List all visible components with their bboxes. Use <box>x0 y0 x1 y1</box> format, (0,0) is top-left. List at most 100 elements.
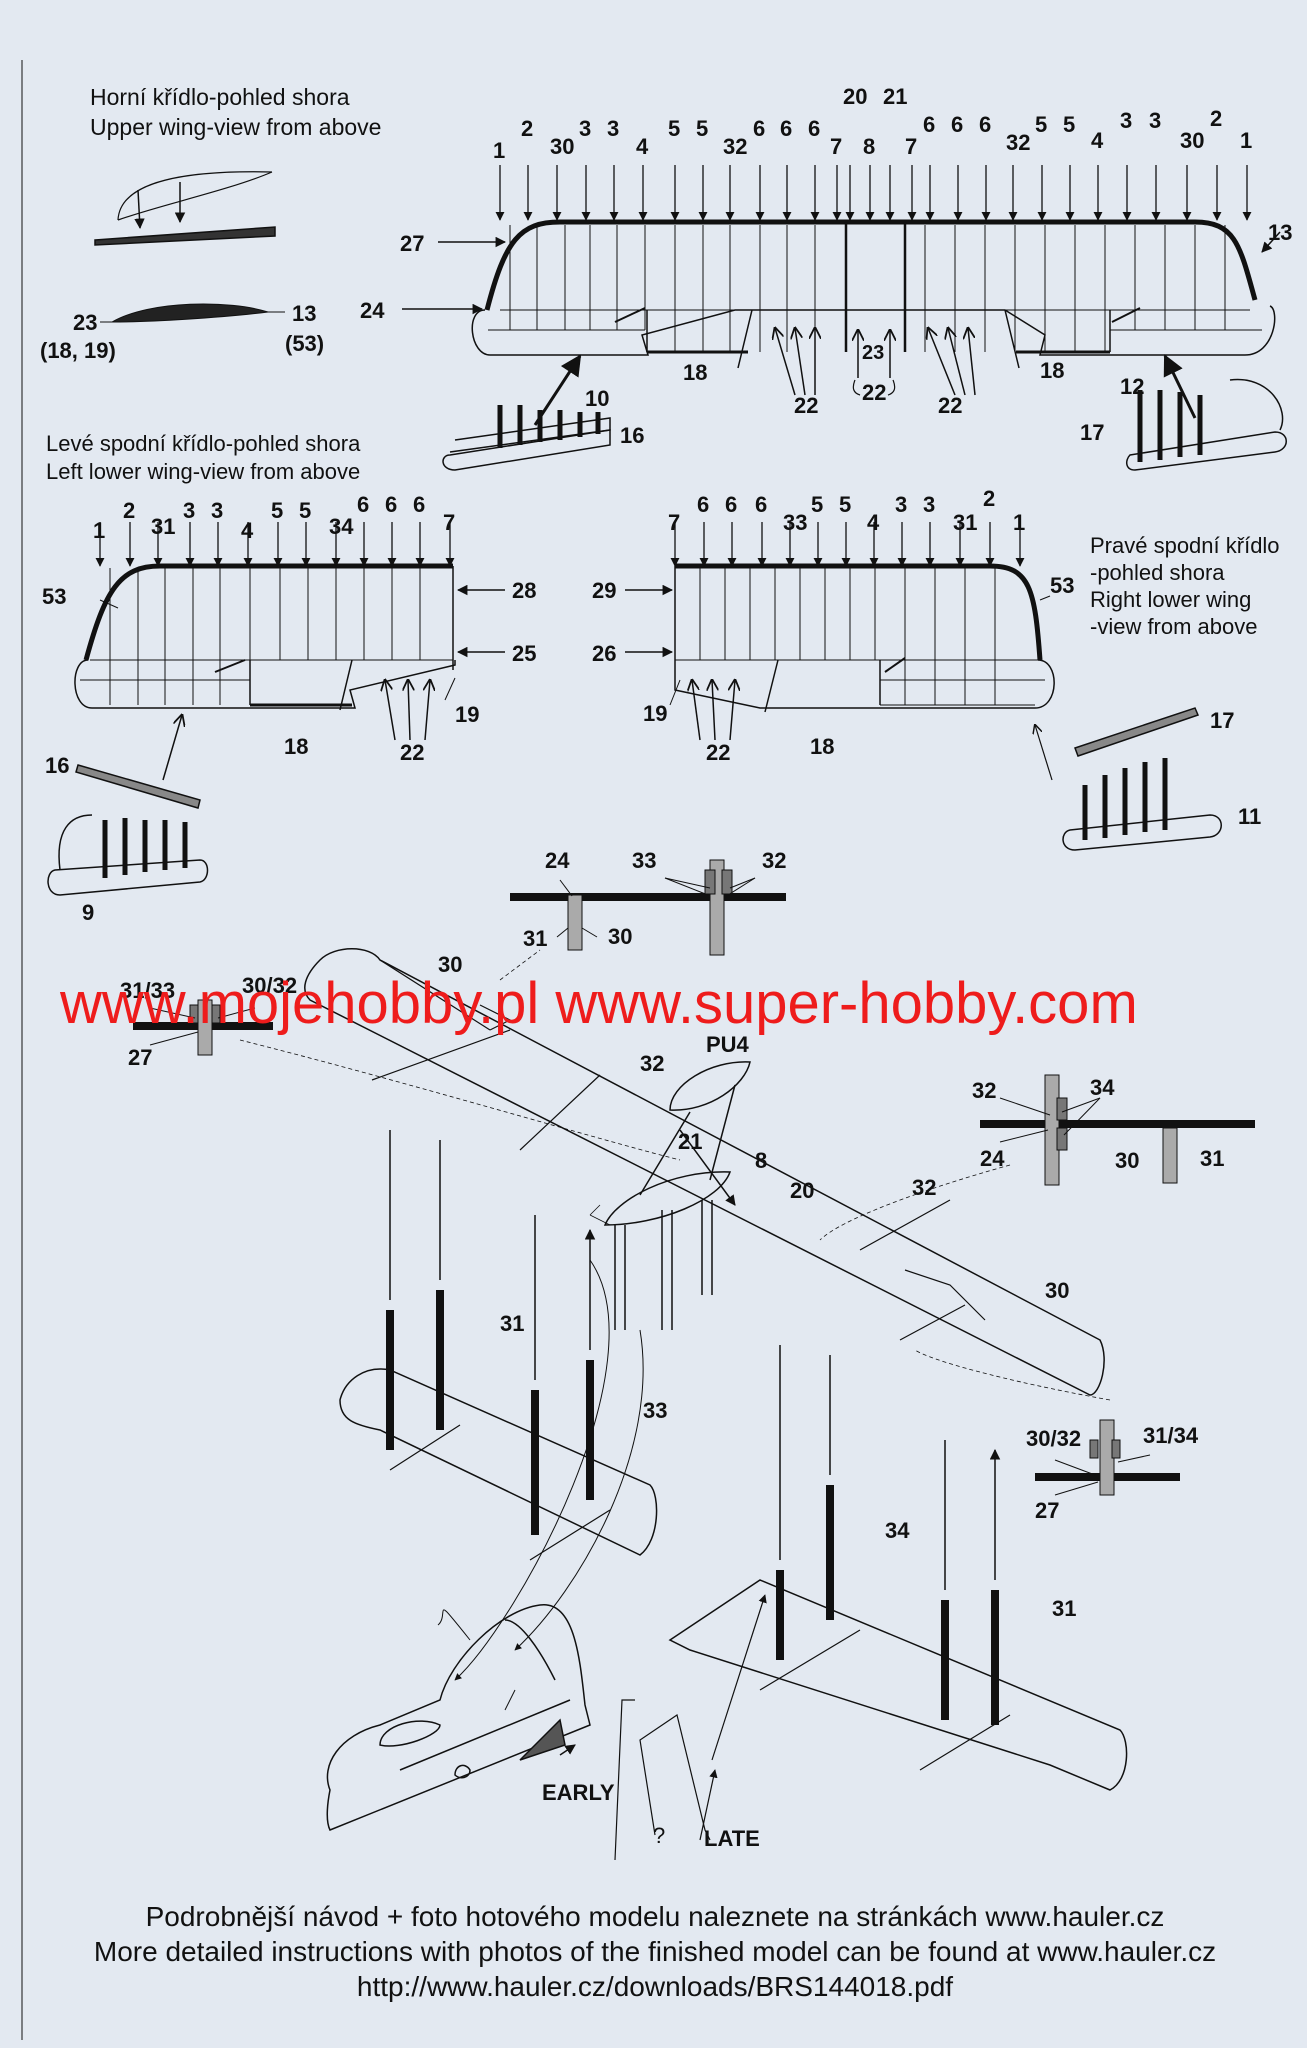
assembly-fuselage <box>327 1260 767 1860</box>
right-lower-bay <box>1063 708 1221 850</box>
number-label: 6 <box>697 492 710 517</box>
footer-link[interactable]: http://www.hauler.cz/downloads/BRS144018… <box>356 1971 954 2002</box>
label-12: 12 <box>1120 374 1145 399</box>
number-label: 3 <box>607 116 620 141</box>
profile-label-23: 23 <box>73 310 98 335</box>
label-early: EARLY <box>542 1780 615 1805</box>
label-27-left: 27 <box>128 1045 153 1070</box>
label-11: 11 <box>1238 804 1262 829</box>
number-label: 1 <box>1240 128 1253 153</box>
label-26: 26 <box>592 641 617 666</box>
label-13: 13 <box>1268 220 1293 245</box>
number-label: 4 <box>636 134 649 159</box>
assembly-struts <box>390 1130 995 1725</box>
number-label: 31 <box>151 514 176 539</box>
strut-detail-top <box>510 860 786 955</box>
number-label: 5 <box>271 498 284 523</box>
number-label: 3 <box>211 498 224 523</box>
label-19-right: 19 <box>643 701 668 726</box>
label-34-right-detail: 34 <box>1090 1075 1115 1100</box>
label-31-right-detail: 31 <box>1200 1146 1225 1171</box>
number-label: 7 <box>668 510 681 535</box>
label-31-strut-right: 31 <box>1052 1596 1077 1621</box>
number-label: 6 <box>979 112 992 137</box>
label-18-left: 18 <box>683 360 708 385</box>
label-17-lower: 17 <box>1210 708 1235 733</box>
number-label: 5 <box>811 492 824 517</box>
label-22-right: 22 <box>938 393 963 418</box>
number-label: 3 <box>923 492 936 517</box>
label-32-wing-left: 32 <box>640 1051 665 1076</box>
label-32-detail: 32 <box>762 848 787 873</box>
strut-detail-right-bottom <box>1035 1420 1180 1495</box>
number-label: 7 <box>905 134 918 159</box>
label-24-right-detail: 24 <box>980 1146 1005 1171</box>
number-label: 5 <box>1035 112 1048 137</box>
number-label: 6 <box>808 116 821 141</box>
number-label: 33 <box>783 510 808 535</box>
number-label: 3 <box>579 116 592 141</box>
number-label: 6 <box>755 492 768 517</box>
upper-wing-drawing <box>472 222 1274 368</box>
number-label: 34 <box>329 514 354 539</box>
label-25: 25 <box>512 641 537 666</box>
assembly-cabane <box>605 1062 750 1330</box>
label-29: 29 <box>592 578 617 603</box>
label-27: 27 <box>400 231 425 256</box>
number-label: 1 <box>493 138 506 163</box>
label-22-right-lower: 22 <box>706 740 731 765</box>
label-19-left: 19 <box>455 702 480 727</box>
number-label: 6 <box>923 112 936 137</box>
number-label: 31 <box>953 510 978 535</box>
right-lower-wing-title: Pravé spodní křídlo -pohled shora Right … <box>1090 533 1280 639</box>
upper-wing-bay-right <box>1127 380 1287 470</box>
label-16-lower: 16 <box>45 753 70 778</box>
label-24: 24 <box>360 298 385 323</box>
number-label: 4 <box>241 518 254 543</box>
label-33-strut: 33 <box>643 1398 668 1423</box>
number-label: 3 <box>1149 108 1162 133</box>
number-label: 2 <box>983 486 996 511</box>
label-22-left: 22 <box>794 393 819 418</box>
number-label: 8 <box>863 134 876 159</box>
label-30-32-left: 30/32 <box>242 973 298 998</box>
number-label: 6 <box>780 116 793 141</box>
label-53-left: 53 <box>42 584 67 609</box>
watermark-text: www.mojehobby.pl www.super-hobby.com <box>60 971 1138 1036</box>
label-31-34: 31/34 <box>1143 1423 1199 1448</box>
label-18-right-lower: 18 <box>810 734 835 759</box>
number-label: 7 <box>830 134 843 159</box>
label-18-right: 18 <box>1040 358 1065 383</box>
label-31-detail: 31 <box>523 926 548 951</box>
number-label: 30 <box>550 134 575 159</box>
label-33-detail: 33 <box>632 848 657 873</box>
label-20: 20 <box>790 1178 815 1203</box>
number-label: 6 <box>357 492 370 517</box>
right-lower-wing-drawing <box>675 566 1054 712</box>
assembly-lower-left-wing <box>340 1369 657 1560</box>
profile-label-13: 13 <box>292 301 317 326</box>
label-22-left-lower: 22 <box>400 740 425 765</box>
label-28: 28 <box>512 578 537 603</box>
number-label: 2 <box>521 116 534 141</box>
label-9: 9 <box>82 900 95 925</box>
label-16-upper: 16 <box>620 423 645 448</box>
label-30-detail: 30 <box>608 924 633 949</box>
label-30-32-right: 30/32 <box>1026 1426 1082 1451</box>
number-label: 30 <box>1180 128 1205 153</box>
number-label: 5 <box>299 498 312 523</box>
label-21: 21 <box>678 1129 703 1154</box>
number-label: 6 <box>753 116 766 141</box>
label-34-strut: 34 <box>885 1518 910 1543</box>
profile-label-18-19: (18, 19) <box>40 338 116 363</box>
profile-label-53: (53) <box>285 331 325 356</box>
strut-detail-right-top <box>980 1075 1255 1185</box>
number-label: 21 <box>883 84 908 109</box>
label-pu4: PU4 <box>706 1032 749 1057</box>
label-30-wing: 30 <box>438 952 463 977</box>
label-30-right-detail: 30 <box>1115 1148 1140 1173</box>
number-label: 5 <box>839 492 852 517</box>
upper-wing-profile <box>95 172 285 322</box>
upper-wing-bay-left <box>443 405 610 470</box>
